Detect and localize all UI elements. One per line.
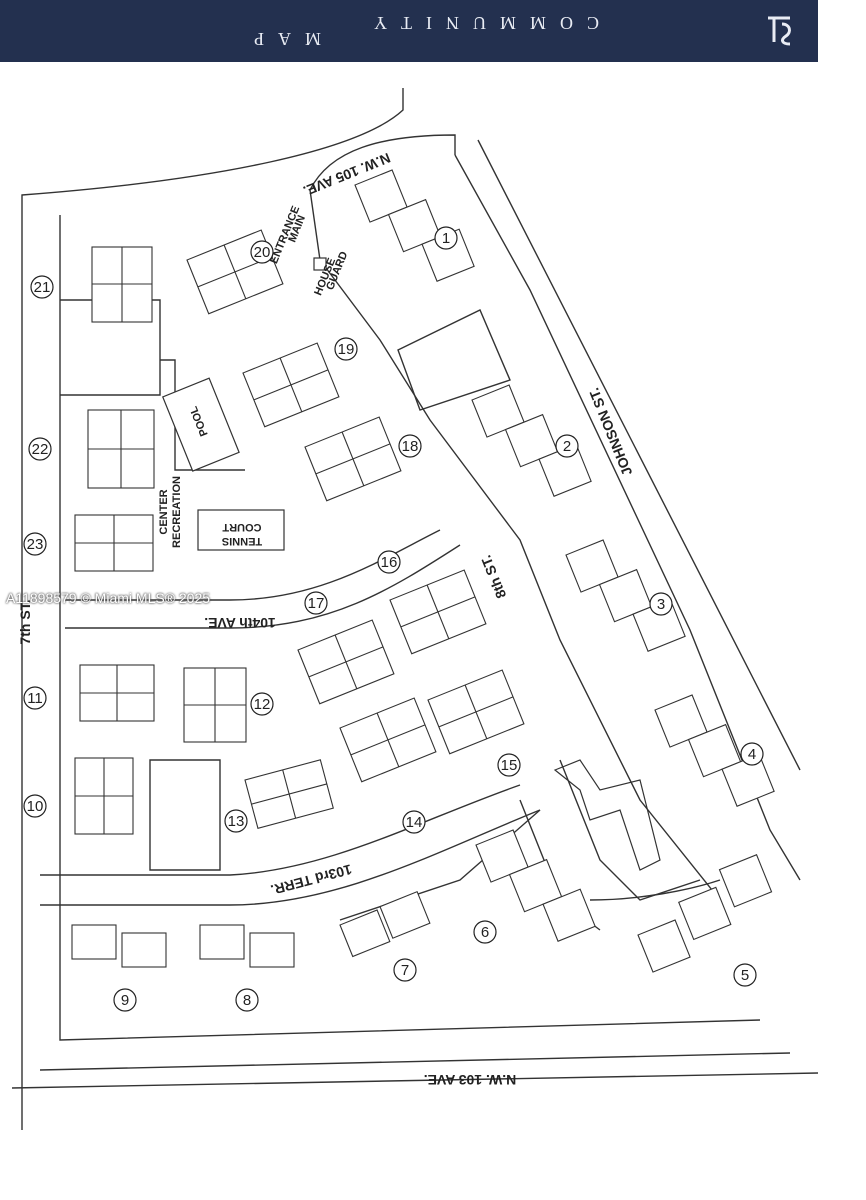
recreation-center-label-2: CENTER — [158, 489, 170, 534]
street-nw-103-ave: N.W. 103 AVE. — [424, 1072, 517, 1088]
building-10-block — [74, 757, 134, 835]
building-label-19: 19 — [338, 341, 355, 358]
residential-buildings — [71, 169, 775, 973]
building-label-1: 1 — [442, 230, 450, 247]
street-104th-ave: 104th AVE. — [204, 615, 276, 631]
mls-watermark: A11898579 © Miami MLS® 2025 — [6, 590, 211, 606]
building-label-13: 13 — [228, 813, 245, 830]
map-title: COMMUNITY MAP — [240, 12, 600, 52]
building-13 — [244, 759, 334, 829]
building-23-block — [74, 514, 154, 572]
building-4 — [654, 694, 775, 807]
title-line-community: COMMUNITY — [360, 13, 600, 33]
building-label-14: 14 — [406, 814, 423, 831]
building-21-block — [91, 246, 153, 323]
building-16-block — [389, 569, 487, 655]
building-11-block — [79, 664, 155, 722]
building-2 — [471, 384, 592, 497]
building-label-4: 4 — [748, 746, 756, 763]
amenity-shapes — [161, 257, 661, 871]
title-line-map: MAP — [240, 29, 322, 49]
tennis-court-label-2: COURT — [222, 521, 261, 533]
building-label-3: 3 — [657, 596, 665, 613]
guard-house-shape — [313, 257, 327, 271]
header-banner: COMMUNITY MAP — [0, 0, 818, 62]
street-8th-st: 8th ST. — [477, 553, 509, 601]
building-label-18: 18 — [402, 438, 419, 455]
building-9 — [71, 924, 167, 968]
building-label-17: 17 — [308, 595, 325, 612]
building-label-7: 7 — [401, 962, 409, 979]
building-17-block — [297, 619, 395, 705]
street-103rd-terr: 103rd TERR. — [269, 861, 354, 898]
community-monogram-logo — [768, 16, 791, 46]
tennis-court — [197, 509, 285, 551]
street-7th-st: 7th ST. — [17, 599, 33, 644]
tennis-court-label-1: TENNIS — [222, 535, 262, 547]
building-label-22: 22 — [32, 441, 49, 458]
building-label-21: 21 — [34, 279, 51, 296]
building-3 — [565, 539, 686, 652]
building-number-labels: 1 2 3 4 5 6 7 8 9 10 11 12 13 14 15 16 1… — [27, 230, 757, 1009]
building-label-12: 12 — [254, 696, 271, 713]
building-number-markers — [23, 226, 764, 1012]
building-label-16: 16 — [381, 554, 398, 571]
site-map: 1 2 3 4 5 6 7 8 9 10 11 12 13 14 15 16 1… — [0, 62, 866, 1132]
building-6 — [475, 829, 596, 942]
building-label-9: 9 — [121, 992, 129, 1009]
recreation-center-label-1: RECREATION — [171, 476, 183, 548]
building-label-20: 20 — [254, 244, 271, 261]
building-8 — [199, 924, 295, 968]
parking-lot-shape — [553, 759, 661, 871]
pool-area — [161, 377, 240, 472]
building-5 — [637, 854, 773, 973]
building-label-8: 8 — [243, 992, 251, 1009]
building-19 — [242, 342, 340, 428]
building-label-6: 6 — [481, 924, 489, 941]
building-22-block — [87, 409, 155, 489]
building-14-block — [339, 697, 437, 783]
building-12 — [183, 667, 247, 743]
site-plan-drawing: 1 2 3 4 5 6 7 8 9 10 11 12 13 14 15 16 1… — [11, 88, 819, 1130]
building-label-5: 5 — [741, 967, 749, 984]
building-label-11: 11 — [27, 690, 43, 707]
building-18 — [304, 416, 402, 502]
building-1 — [354, 169, 475, 282]
building-label-15: 15 — [501, 757, 518, 774]
building-7 — [339, 890, 431, 958]
building-label-2: 2 — [563, 438, 571, 455]
building-label-23: 23 — [27, 536, 44, 553]
building-15-block — [427, 669, 525, 755]
building-label-10: 10 — [27, 798, 44, 815]
